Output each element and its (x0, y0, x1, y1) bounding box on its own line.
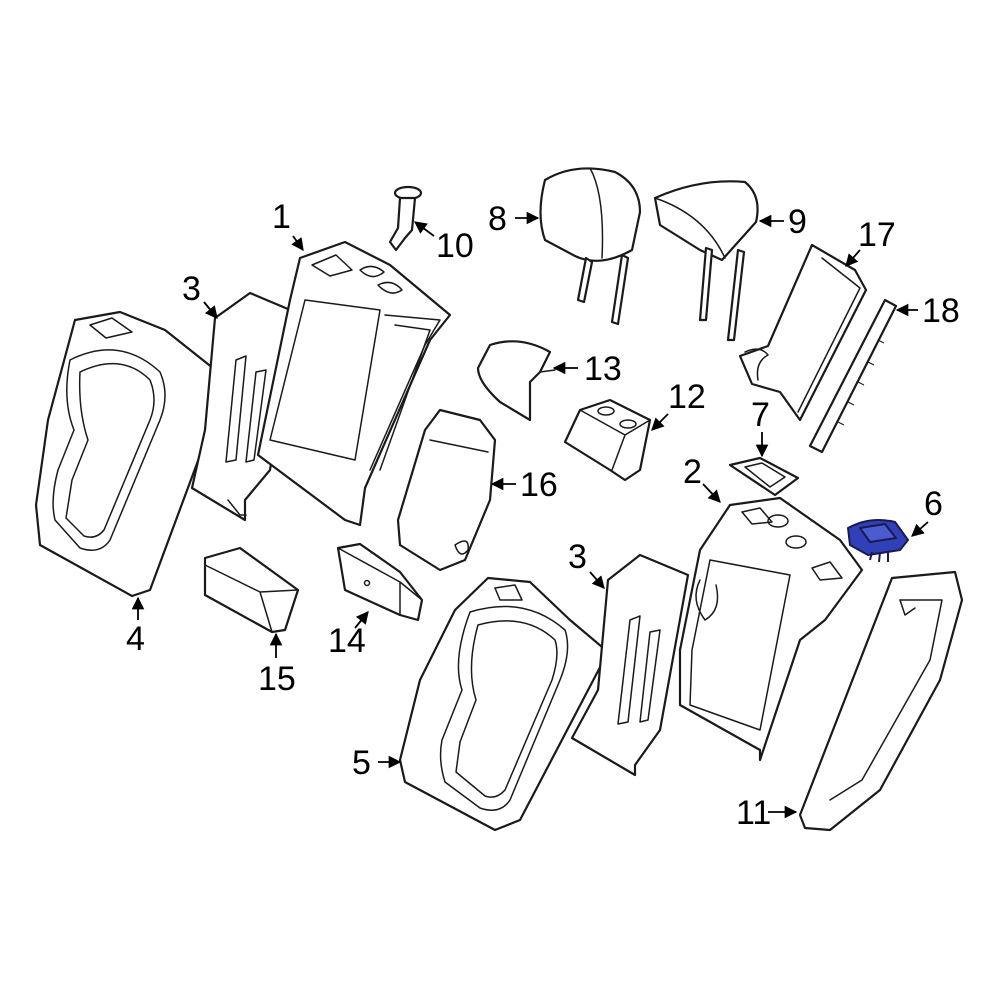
part-2-backrest-frame-right[interactable] (678, 496, 864, 762)
part-1-backrest-frame-left[interactable] (256, 240, 452, 527)
callout-17: 17 (858, 216, 896, 254)
callout-7: 7 (751, 396, 770, 434)
callout-4: 4 (126, 620, 145, 658)
part-7-bezel[interactable] (728, 456, 800, 497)
callout-8: 8 (488, 200, 507, 238)
part-14-storage-tray[interactable] (336, 542, 424, 622)
part-6-legs (869, 551, 889, 563)
callout-13: 13 (584, 350, 622, 388)
part-10-clip[interactable] (388, 185, 423, 252)
part-12-mount-bracket[interactable] (563, 398, 652, 482)
callout-5: 5 (352, 744, 371, 782)
callout-2: 2 (683, 453, 702, 491)
callout-10: 10 (436, 227, 474, 265)
callout-12: 12 (668, 378, 706, 416)
callout-3-upper: 3 (182, 270, 201, 308)
callout-16: 16 (520, 466, 558, 504)
callout-18: 18 (922, 292, 960, 330)
callout-labels: 1 2 3 3 4 5 6 7 8 9 10 11 12 13 14 15 16… (126, 198, 960, 832)
part-3-backrest-panel-lower[interactable] (570, 553, 690, 777)
part-5-backrest-cover-right[interactable] (398, 576, 610, 832)
callout-15: 15 (258, 660, 296, 698)
part-17-side-bolster[interactable] (738, 243, 868, 422)
leader-lines (131, 211, 929, 819)
part-15-armrest-insert[interactable] (203, 546, 300, 634)
part-4-backrest-cover-left[interactable] (34, 310, 230, 598)
callout-3-lower: 3 (568, 538, 587, 576)
callout-6: 6 (924, 485, 943, 523)
part-16-armrest-cover[interactable] (396, 408, 497, 572)
part-6-top-face (859, 523, 897, 543)
callout-11: 11 (736, 794, 771, 832)
part-11-side-cover[interactable] (798, 570, 964, 832)
callout-1: 1 (272, 198, 291, 236)
part-8-headrest[interactable] (539, 167, 642, 326)
callout-14: 14 (328, 622, 366, 660)
part-13-cover-cap[interactable] (476, 340, 556, 422)
part-6-highlighted-cap[interactable] (847, 519, 909, 563)
part-9-headrest[interactable] (653, 180, 759, 342)
callout-9: 9 (788, 203, 807, 241)
part-18-trim-strip[interactable] (808, 298, 898, 454)
